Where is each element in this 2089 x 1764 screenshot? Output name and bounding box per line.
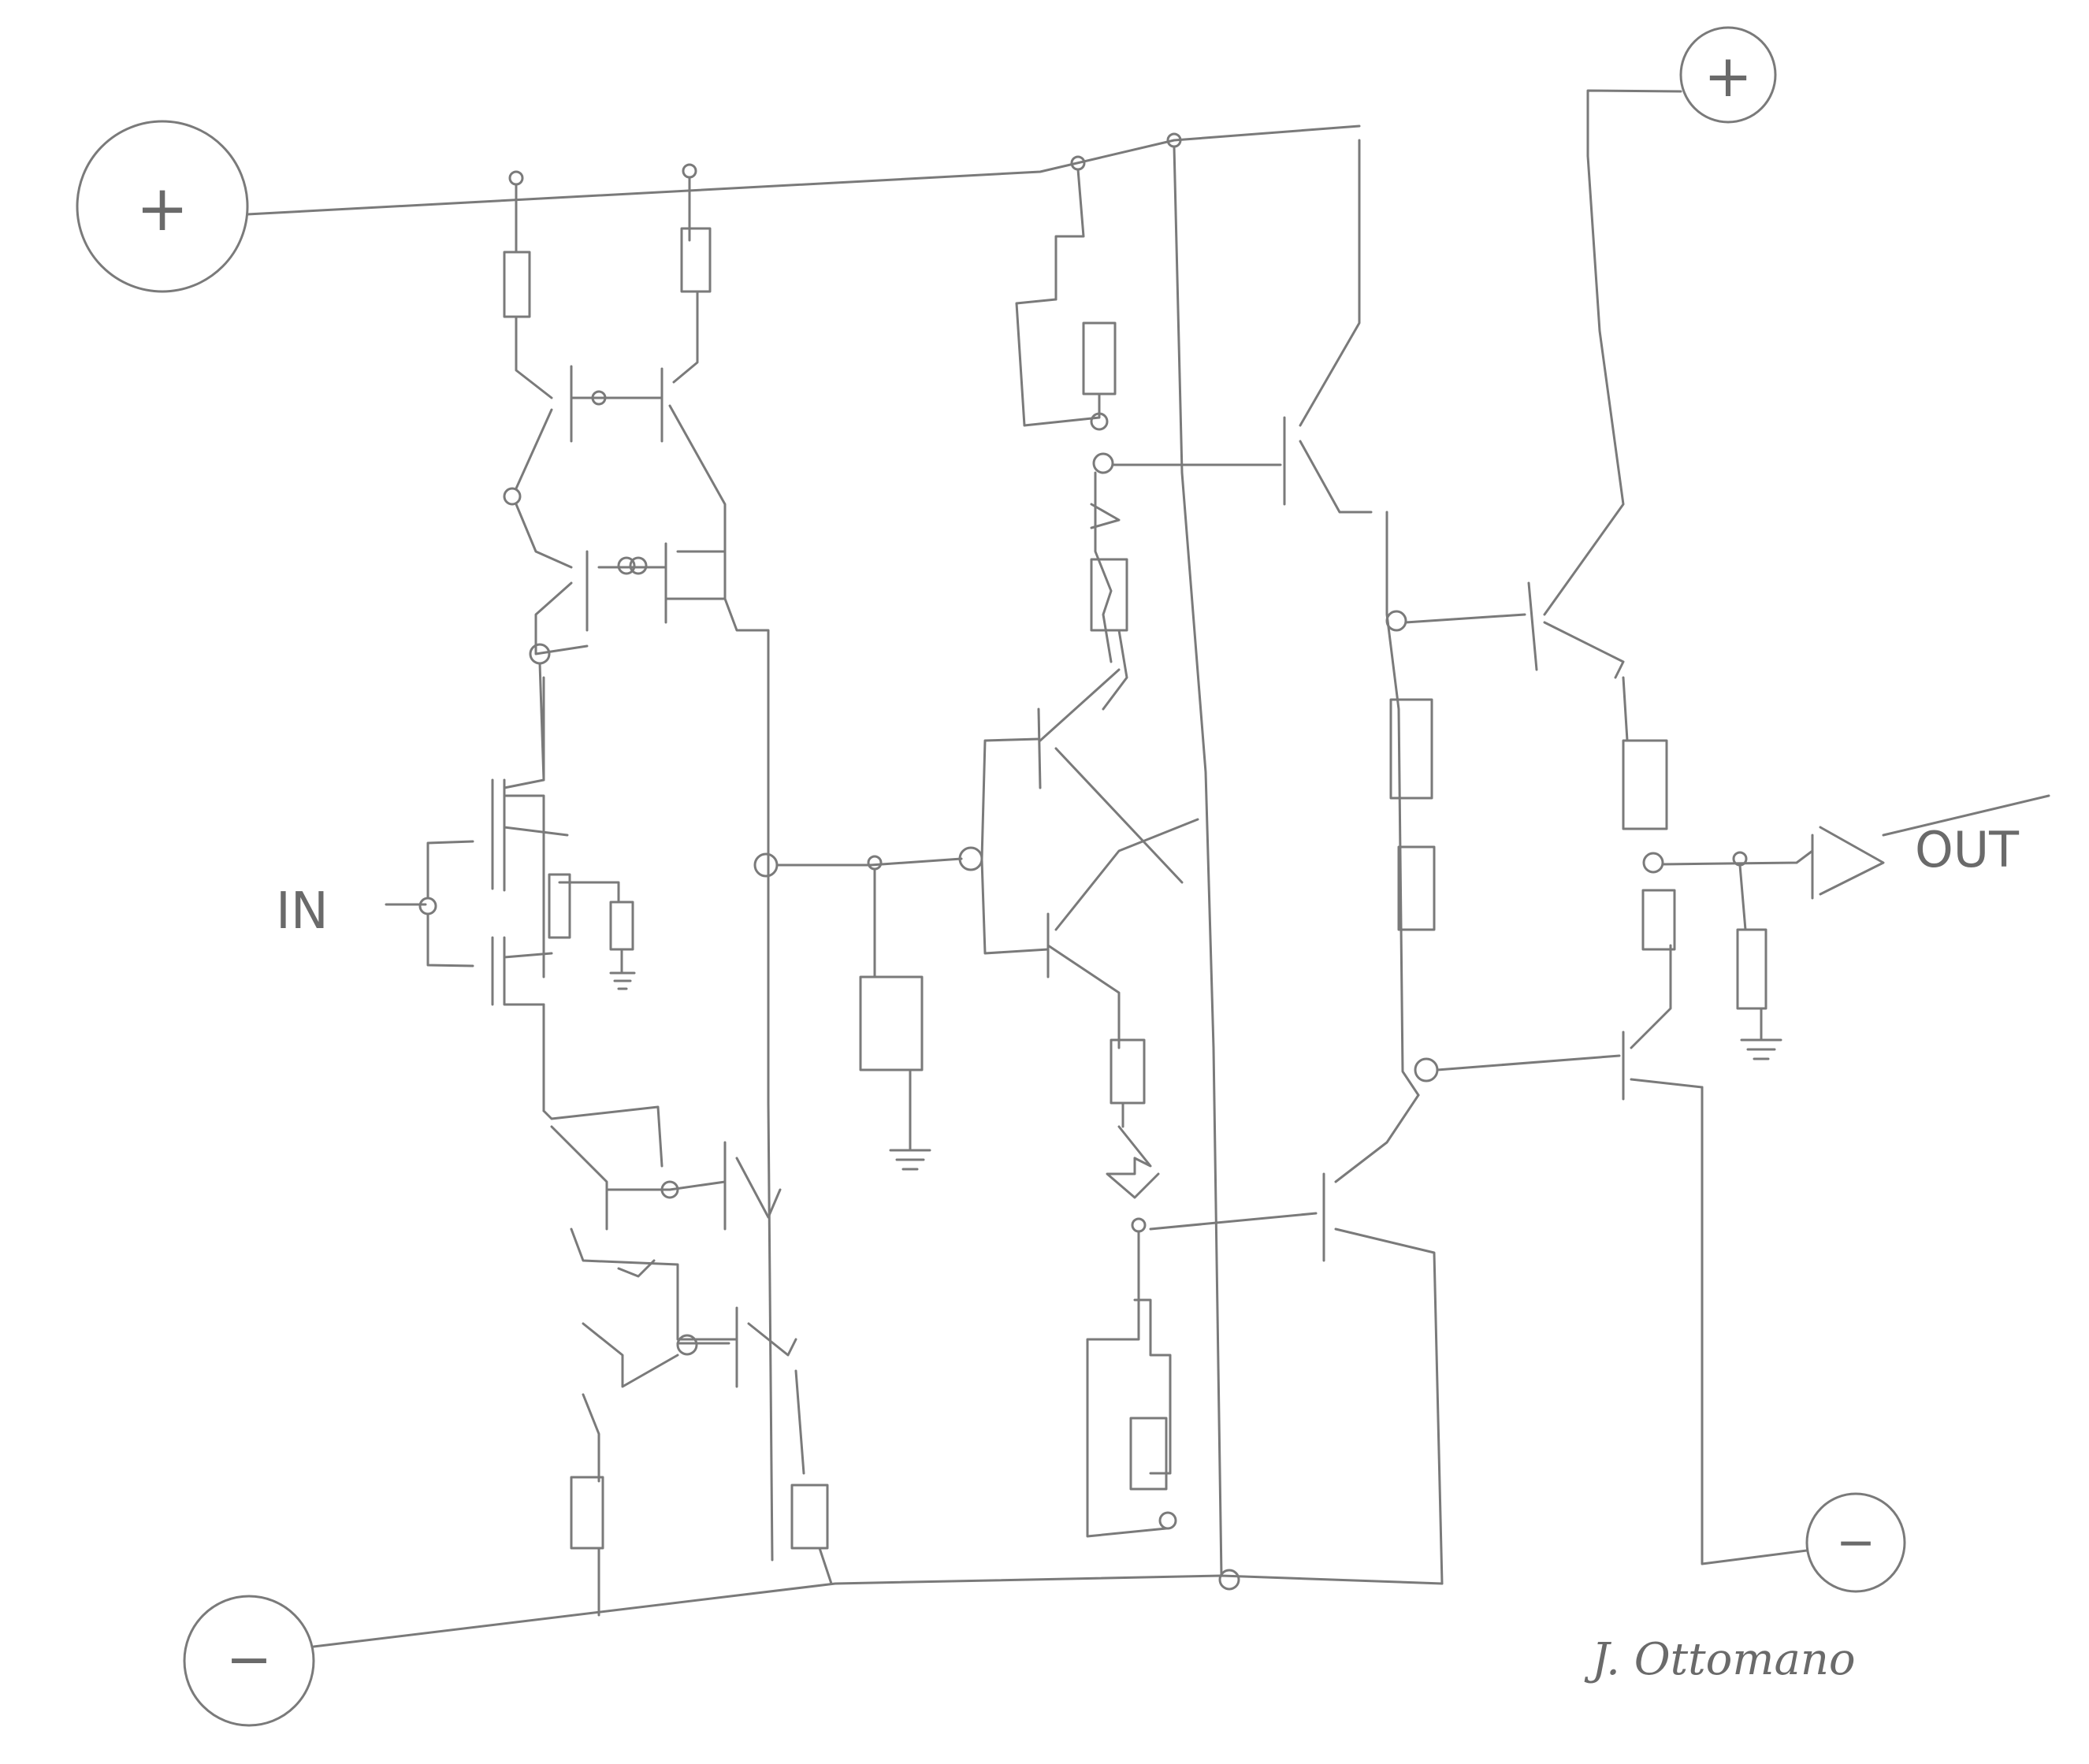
bias-network — [753, 668, 1199, 1562]
negative-terminal-left: − — [183, 1595, 315, 1727]
upper-driver — [1015, 132, 1373, 1577]
signature: J. Ottomano — [1584, 1634, 1856, 1685]
positive-terminal-left: + — [76, 120, 249, 293]
upper-current-mirror — [503, 163, 770, 867]
input-stage: IN — [276, 676, 636, 1112]
plus-left-label: + — [136, 172, 188, 245]
lower-current-mirror — [542, 1105, 833, 1617]
plus-right-label: + — [1704, 43, 1753, 110]
minus-left-label: − — [226, 1627, 273, 1692]
positive-terminal-right: + — [1679, 26, 1777, 124]
output-stage: OUT — [1385, 511, 2050, 1101]
negative-terminal-right: − — [1805, 1492, 1906, 1593]
input-label: IN — [276, 882, 329, 941]
positive-rail-right — [1543, 89, 1682, 616]
negative-rail-right — [1701, 1086, 1808, 1565]
lower-driver — [1086, 1094, 1444, 1591]
output-label: OUT — [1915, 821, 2020, 878]
positive-rail — [246, 124, 1361, 216]
minus-right-label: − — [1836, 1515, 1875, 1570]
negative-rail — [312, 1574, 1444, 1648]
